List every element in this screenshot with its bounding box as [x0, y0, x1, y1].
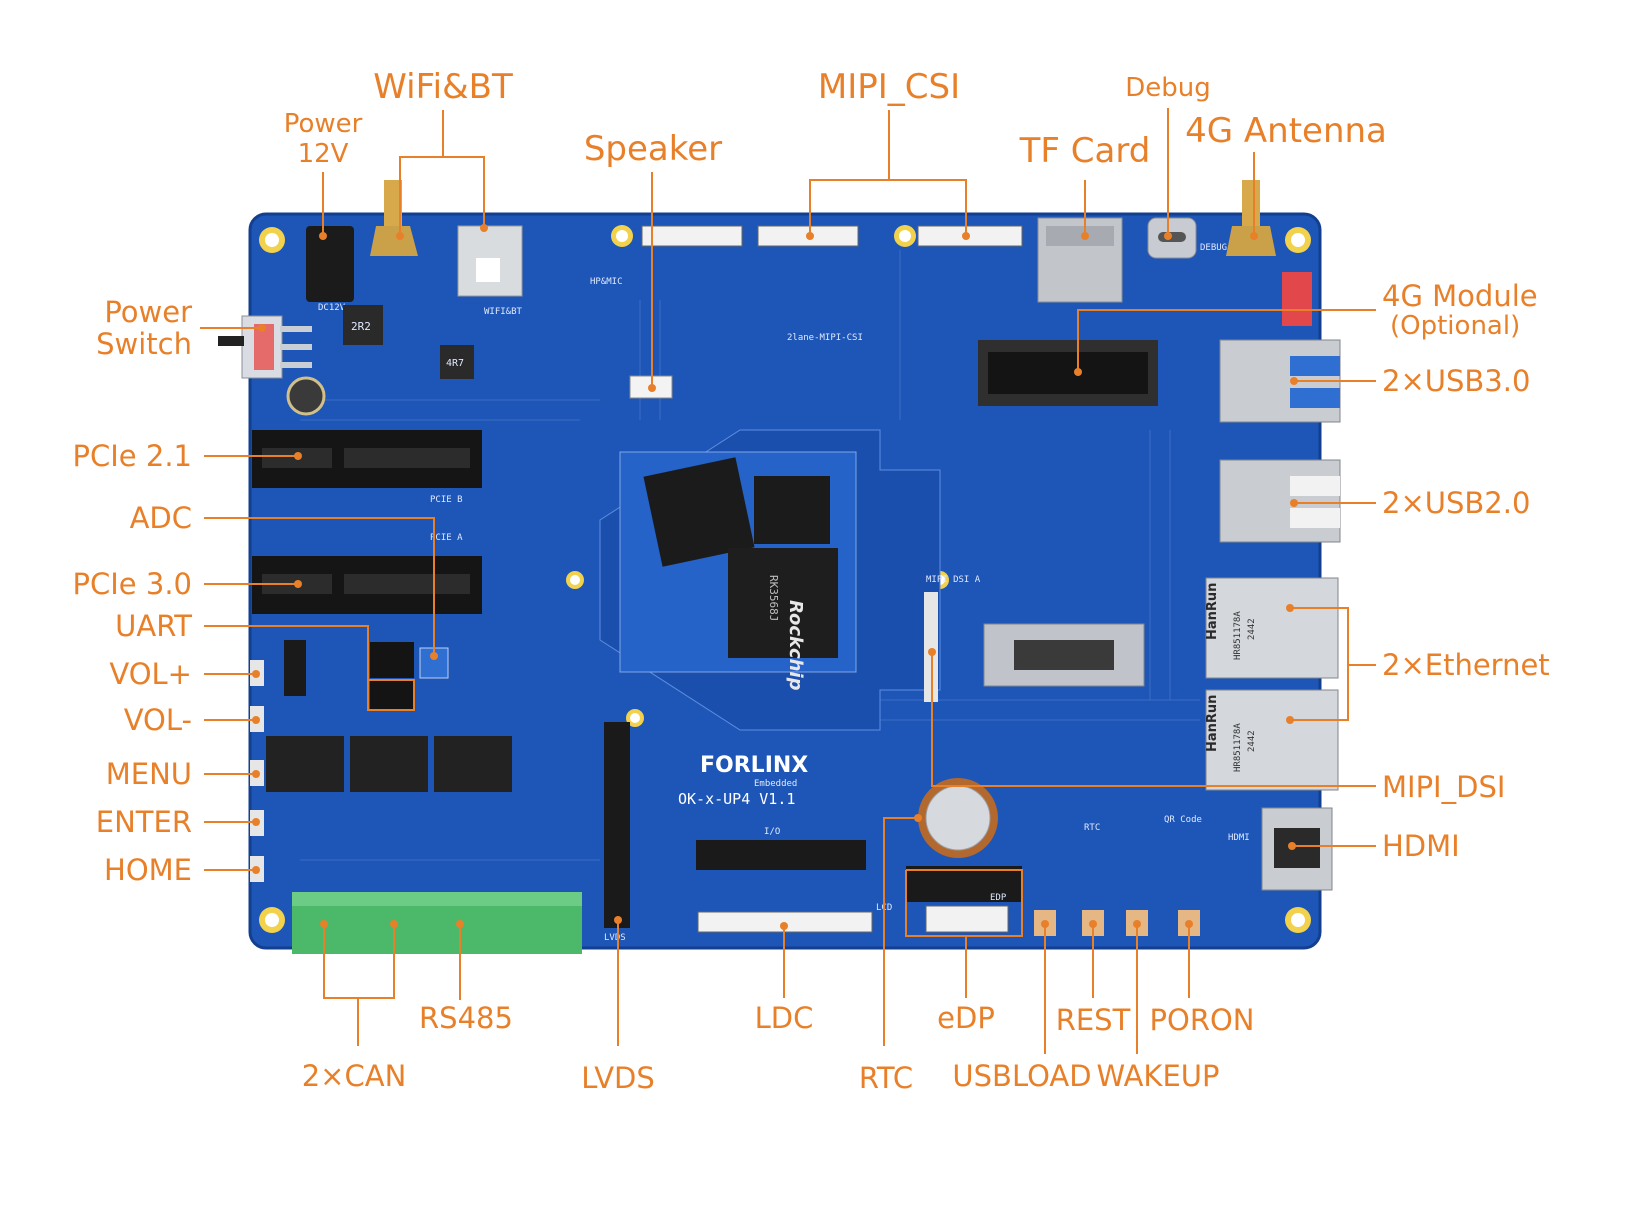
pcb-board: DC12V 2R2 4R7 WIFI&BT HP&MIC — [218, 180, 1341, 954]
label-adc: ADC — [130, 501, 192, 535]
tf-card-slot — [1037, 217, 1123, 303]
label-menu: MENU — [106, 757, 192, 791]
capacitor — [286, 376, 326, 416]
svg-text:Embedded: Embedded — [754, 779, 797, 789]
usb20-ports — [1219, 459, 1341, 543]
svg-text:WIFI&BT: WIFI&BT — [484, 307, 523, 317]
label-speaker: Speaker — [584, 129, 722, 169]
svg-text:DEBUG: DEBUG — [1200, 243, 1227, 253]
label-mipi-dsi: MIPI_DSI — [1382, 770, 1505, 804]
som-core-board: Rockchip RK3568J — [599, 429, 941, 731]
svg-text:HanRun: HanRun — [1205, 695, 1220, 752]
label-4g-antenna: 4G Antenna — [1185, 111, 1387, 151]
leader-dots — [252, 224, 1298, 930]
svg-text:I/O: I/O — [764, 827, 780, 837]
svg-text:EDP: EDP — [990, 893, 1007, 903]
m2-4g-slot — [978, 340, 1158, 406]
mipi-dsi-connector — [924, 592, 938, 702]
svg-text:MIPI DSI A: MIPI DSI A — [926, 575, 981, 585]
leader-lines — [200, 108, 1376, 1054]
label-edp: eDP — [937, 1001, 995, 1035]
pcie21-slot: PCIE B — [252, 430, 482, 505]
label-lvds: LVDS — [581, 1061, 655, 1095]
label-ethernet: 2×Ethernet — [1382, 648, 1550, 682]
label-rtc: RTC — [859, 1061, 913, 1095]
inductor-2r2 — [343, 305, 383, 345]
label-uart: UART — [115, 609, 192, 643]
svg-text:RTC: RTC — [1084, 823, 1100, 833]
edp-header — [906, 866, 1022, 902]
dip-switch[interactable] — [1282, 272, 1312, 326]
wifi-antenna-connector — [370, 180, 418, 256]
svg-text:2R2: 2R2 — [351, 320, 371, 333]
callout-labels: WiFi&BT Power 12V MIPI_CSI Debug Speaker… — [73, 67, 1550, 1095]
inductor-4r7 — [440, 345, 474, 379]
label-power-switch-2: Switch — [96, 327, 192, 361]
board-model: OK-x-UP4 V1.1 — [678, 790, 795, 808]
label-usb20: 2×USB2.0 — [1382, 486, 1530, 520]
label-rest: REST — [1056, 1003, 1131, 1037]
label-mipi-csi: MIPI_CSI — [818, 67, 960, 107]
label-usb30: 2×USB3.0 — [1382, 364, 1530, 398]
svg-text:HR851178A: HR851178A — [1233, 723, 1243, 772]
label-tf-card: TF Card — [1019, 131, 1151, 171]
label-ldc: LDC — [755, 1001, 814, 1035]
rs485-can-terminal — [292, 892, 582, 954]
wifi-bt-module: WIFI&BT — [457, 225, 523, 317]
label-wakeup: WAKEUP — [1097, 1059, 1220, 1093]
label-pcie30: PCIe 3.0 — [73, 567, 192, 601]
label-4g-module-1: 4G Module — [1382, 279, 1538, 313]
lvds-header — [604, 722, 630, 928]
svg-text:2442: 2442 — [1247, 618, 1257, 640]
hdmi-port: HDMI — [1228, 807, 1333, 891]
svg-text:FORLINX: FORLINX — [700, 753, 808, 778]
label-home: HOME — [104, 853, 192, 887]
rtc-battery: RTC — [918, 778, 1100, 858]
antenna-4g-connector — [1226, 180, 1276, 256]
svg-text:HDMI: HDMI — [1228, 833, 1250, 843]
silk-dc12v: DC12V — [318, 303, 346, 313]
isolator-chips — [266, 736, 512, 792]
sim-holder — [983, 623, 1145, 687]
label-vol-plus: VOL+ — [109, 657, 192, 691]
io-header — [696, 840, 866, 870]
label-hdmi: HDMI — [1382, 829, 1460, 863]
label-vol-minus: VOL- — [124, 703, 192, 737]
label-pcie21: PCIe 2.1 — [73, 439, 192, 473]
chip-brand: Rockchip — [785, 600, 806, 691]
edp-connector — [925, 905, 1009, 933]
svg-text:HR851178A: HR851178A — [1233, 611, 1243, 660]
svg-text:HP&MIC: HP&MIC — [590, 277, 623, 287]
svg-text:PCIE A: PCIE A — [430, 533, 463, 543]
svg-text:PCIE B: PCIE B — [430, 495, 463, 505]
label-4g-module-2: (Optional) — [1390, 311, 1520, 341]
svg-text:QR Code: QR Code — [1164, 815, 1202, 825]
svg-text:2lane-MIPI-CSI: 2lane-MIPI-CSI — [787, 333, 863, 343]
label-enter: ENTER — [96, 805, 192, 839]
label-poron: PORON — [1150, 1003, 1255, 1037]
chip-model: RK3568J — [767, 575, 780, 621]
label-rs485: RS485 — [419, 1001, 513, 1035]
label-power-switch-1: Power — [104, 295, 192, 329]
svg-text:2442: 2442 — [1247, 730, 1257, 752]
forlinx-logo: FORLINX Embedded OK-x-UP4 V1.1 — [678, 753, 808, 808]
label-usbload: USBLOAD — [952, 1059, 1091, 1093]
dc-jack — [306, 226, 354, 302]
svg-text:HanRun: HanRun — [1205, 583, 1220, 640]
svg-text:LVDS: LVDS — [604, 933, 626, 943]
label-wifi-bt: WiFi&BT — [373, 67, 513, 107]
svg-text:4R7: 4R7 — [446, 358, 464, 369]
label-power-12v-1: Power — [284, 109, 363, 139]
label-debug: Debug — [1125, 73, 1211, 103]
ethernet-ports: HanRun HR851178A 2442 HanRun HR851178A 2… — [1205, 577, 1339, 791]
label-can: 2×CAN — [302, 1059, 407, 1093]
label-power-12v-2: 12V — [298, 139, 349, 169]
